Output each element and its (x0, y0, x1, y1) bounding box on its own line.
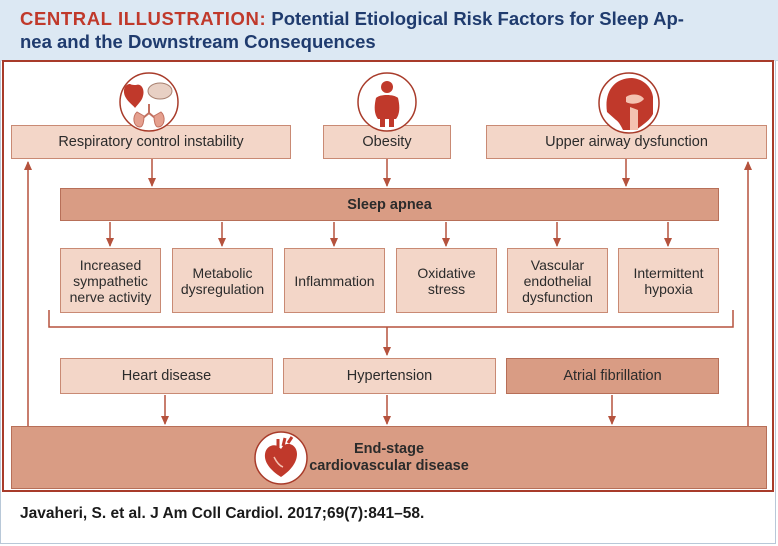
outcome-hypertension: Hypertension (283, 358, 496, 394)
risk-obesity-label: Obesity (362, 133, 412, 150)
illustration-label: CENTRAL ILLUSTRATION: (20, 8, 267, 29)
end-stage-line-2: cardiovascular disease (309, 457, 469, 474)
organs-icon (119, 72, 179, 132)
title-line-1: CENTRAL ILLUSTRATION: Potential Etiologi… (20, 8, 684, 30)
obesity-icon (357, 72, 417, 132)
risk-respiratory-label: Respiratory control instability (58, 133, 244, 150)
m1-line-2: sympathetic (73, 272, 148, 289)
heart-icon (254, 431, 308, 485)
m1-line-1: Increased (79, 256, 142, 273)
title-line-2: nea and the Downstream Consequences (20, 31, 376, 53)
m6-line-1: Intermittent (633, 264, 704, 281)
title-part-1: Potential Etiological Risk Factors for S… (271, 8, 684, 29)
m5-line-1: Vascular (530, 256, 585, 273)
outcome-heart-label: Heart disease (121, 367, 212, 384)
m5-line-3: dysfunction (522, 288, 593, 305)
end-stage-line-1: End-stage (353, 440, 425, 457)
m3-line-1: Inflammation (294, 272, 375, 289)
mechanism-inflammation: Inflammation (284, 248, 385, 313)
m2-line-1: Metabolic (192, 264, 253, 281)
title-part-2: nea and the Downstream Consequences (20, 31, 376, 52)
m5-line-2: endothelial (523, 272, 592, 289)
outcome-atrial-fibrillation: Atrial fibrillation (506, 358, 719, 394)
sleep-apnea-bar: Sleep apnea (60, 188, 719, 221)
m4-line-1: Oxidative (417, 264, 476, 281)
sleep-apnea-label: Sleep apnea (347, 196, 432, 213)
citation: Javaheri, S. et al. J Am Coll Cardiol. 2… (20, 505, 425, 522)
outcome-hypertension-label: Hypertension (346, 367, 433, 384)
m4-line-2: stress (427, 280, 466, 297)
m2-line-2: dysregulation (180, 280, 265, 297)
m6-line-2: hypoxia (644, 280, 693, 297)
m1-line-3: nerve activity (69, 288, 152, 305)
risk-airway-label: Upper airway dysfunction (545, 133, 708, 150)
mechanism-bracket (48, 310, 734, 328)
outcome-af-label: Atrial fibrillation (563, 367, 662, 384)
upper-airway-icon (598, 72, 660, 134)
outcome-heart-disease: Heart disease (60, 358, 273, 394)
